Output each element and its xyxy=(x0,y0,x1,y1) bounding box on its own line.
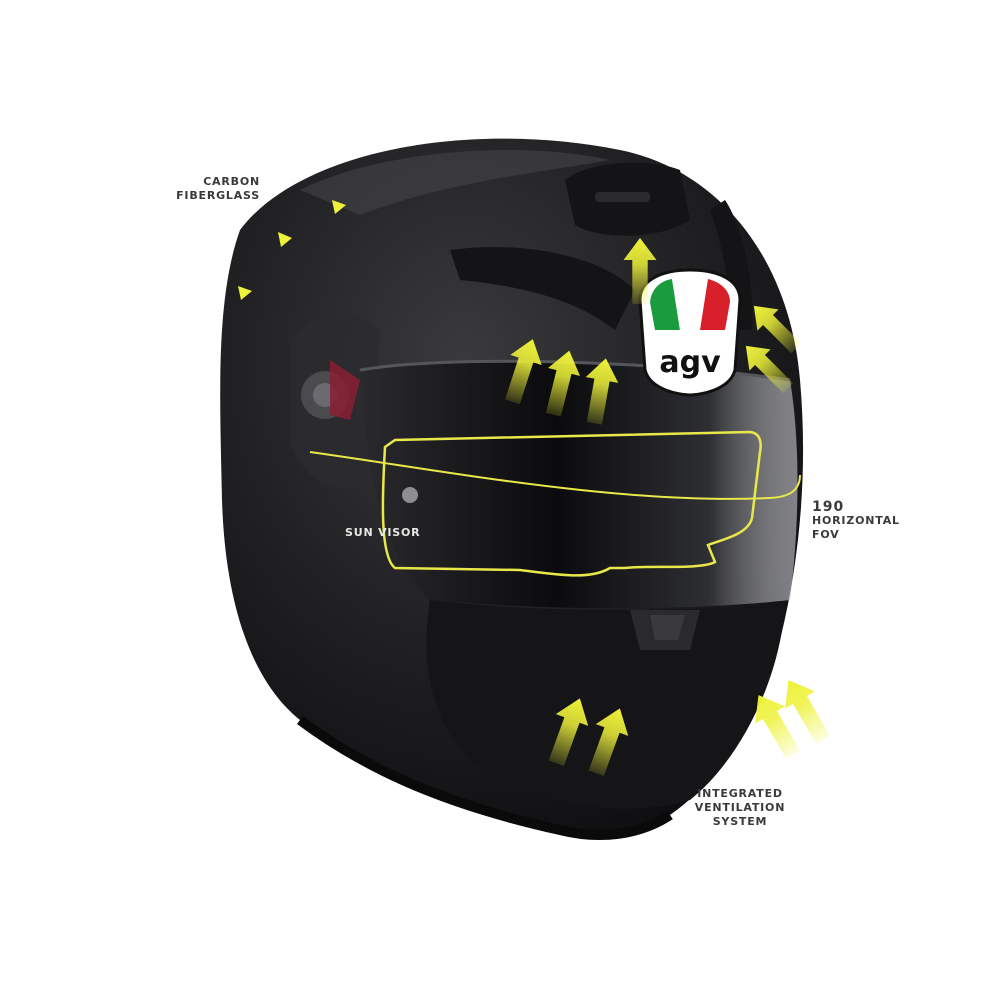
carbon-fiberglass-label: CARBON FIBERGLASS xyxy=(176,175,260,202)
svg-text:agv: agv xyxy=(659,345,721,380)
fov-arc xyxy=(309,451,801,500)
sun-visor-outline xyxy=(381,430,762,577)
visor xyxy=(360,361,798,609)
horizontal-fov-label: 190 HORIZONTAL FOV xyxy=(812,499,900,541)
ventilation-label: INTEGRATED VENTILATION SYSTEM xyxy=(694,787,786,828)
triangle-marker-icon xyxy=(238,200,346,300)
agv-logo: agv xyxy=(638,268,742,397)
chin-bar xyxy=(426,600,785,809)
sun-visor-label: SUN VISOR xyxy=(345,526,421,539)
